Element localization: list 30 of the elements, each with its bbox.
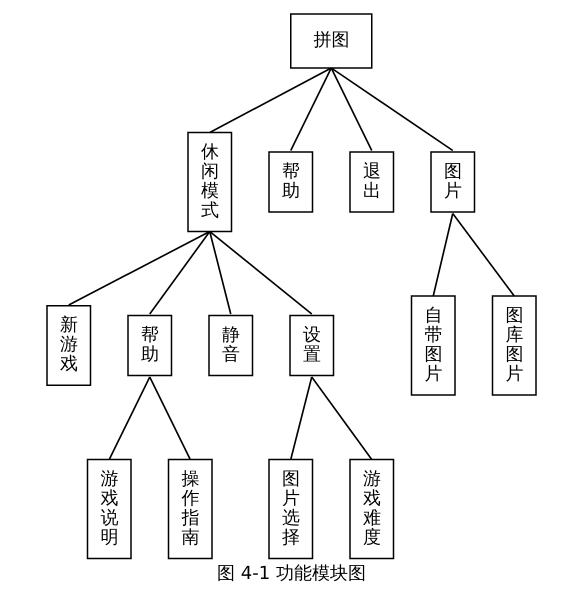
connector	[452, 213, 515, 296]
connector	[208, 231, 232, 314]
node-box: 自带图片	[410, 295, 456, 396]
connector	[149, 231, 210, 314]
connector	[432, 213, 454, 296]
connector	[209, 230, 312, 315]
connector	[290, 376, 313, 460]
node-box: 图库图片	[492, 295, 537, 396]
caption: 图 4-1 功能模块图	[217, 562, 366, 584]
node-box: 图片	[430, 151, 476, 213]
connector	[209, 67, 332, 134]
node-box: 设置	[289, 314, 334, 376]
node-box: 新游戏	[46, 305, 92, 386]
node-box: 游戏难度	[349, 458, 394, 560]
node-box: 静音	[208, 314, 254, 376]
node-box: 帮助	[127, 314, 172, 376]
node-box: 拼图	[290, 13, 372, 69]
node-box: 休闲模式	[187, 132, 232, 232]
connector	[311, 376, 372, 460]
connector	[330, 68, 372, 151]
connector	[290, 68, 332, 151]
connector	[68, 230, 210, 306]
node-box: 游戏说明	[86, 458, 132, 560]
connector	[108, 376, 150, 460]
connector	[330, 67, 454, 152]
node-box: 图片选择	[268, 458, 314, 560]
connector	[149, 376, 191, 460]
node-box: 退出	[349, 151, 394, 213]
node-box: 操作指南	[168, 458, 213, 560]
node-box: 帮助	[268, 151, 314, 213]
